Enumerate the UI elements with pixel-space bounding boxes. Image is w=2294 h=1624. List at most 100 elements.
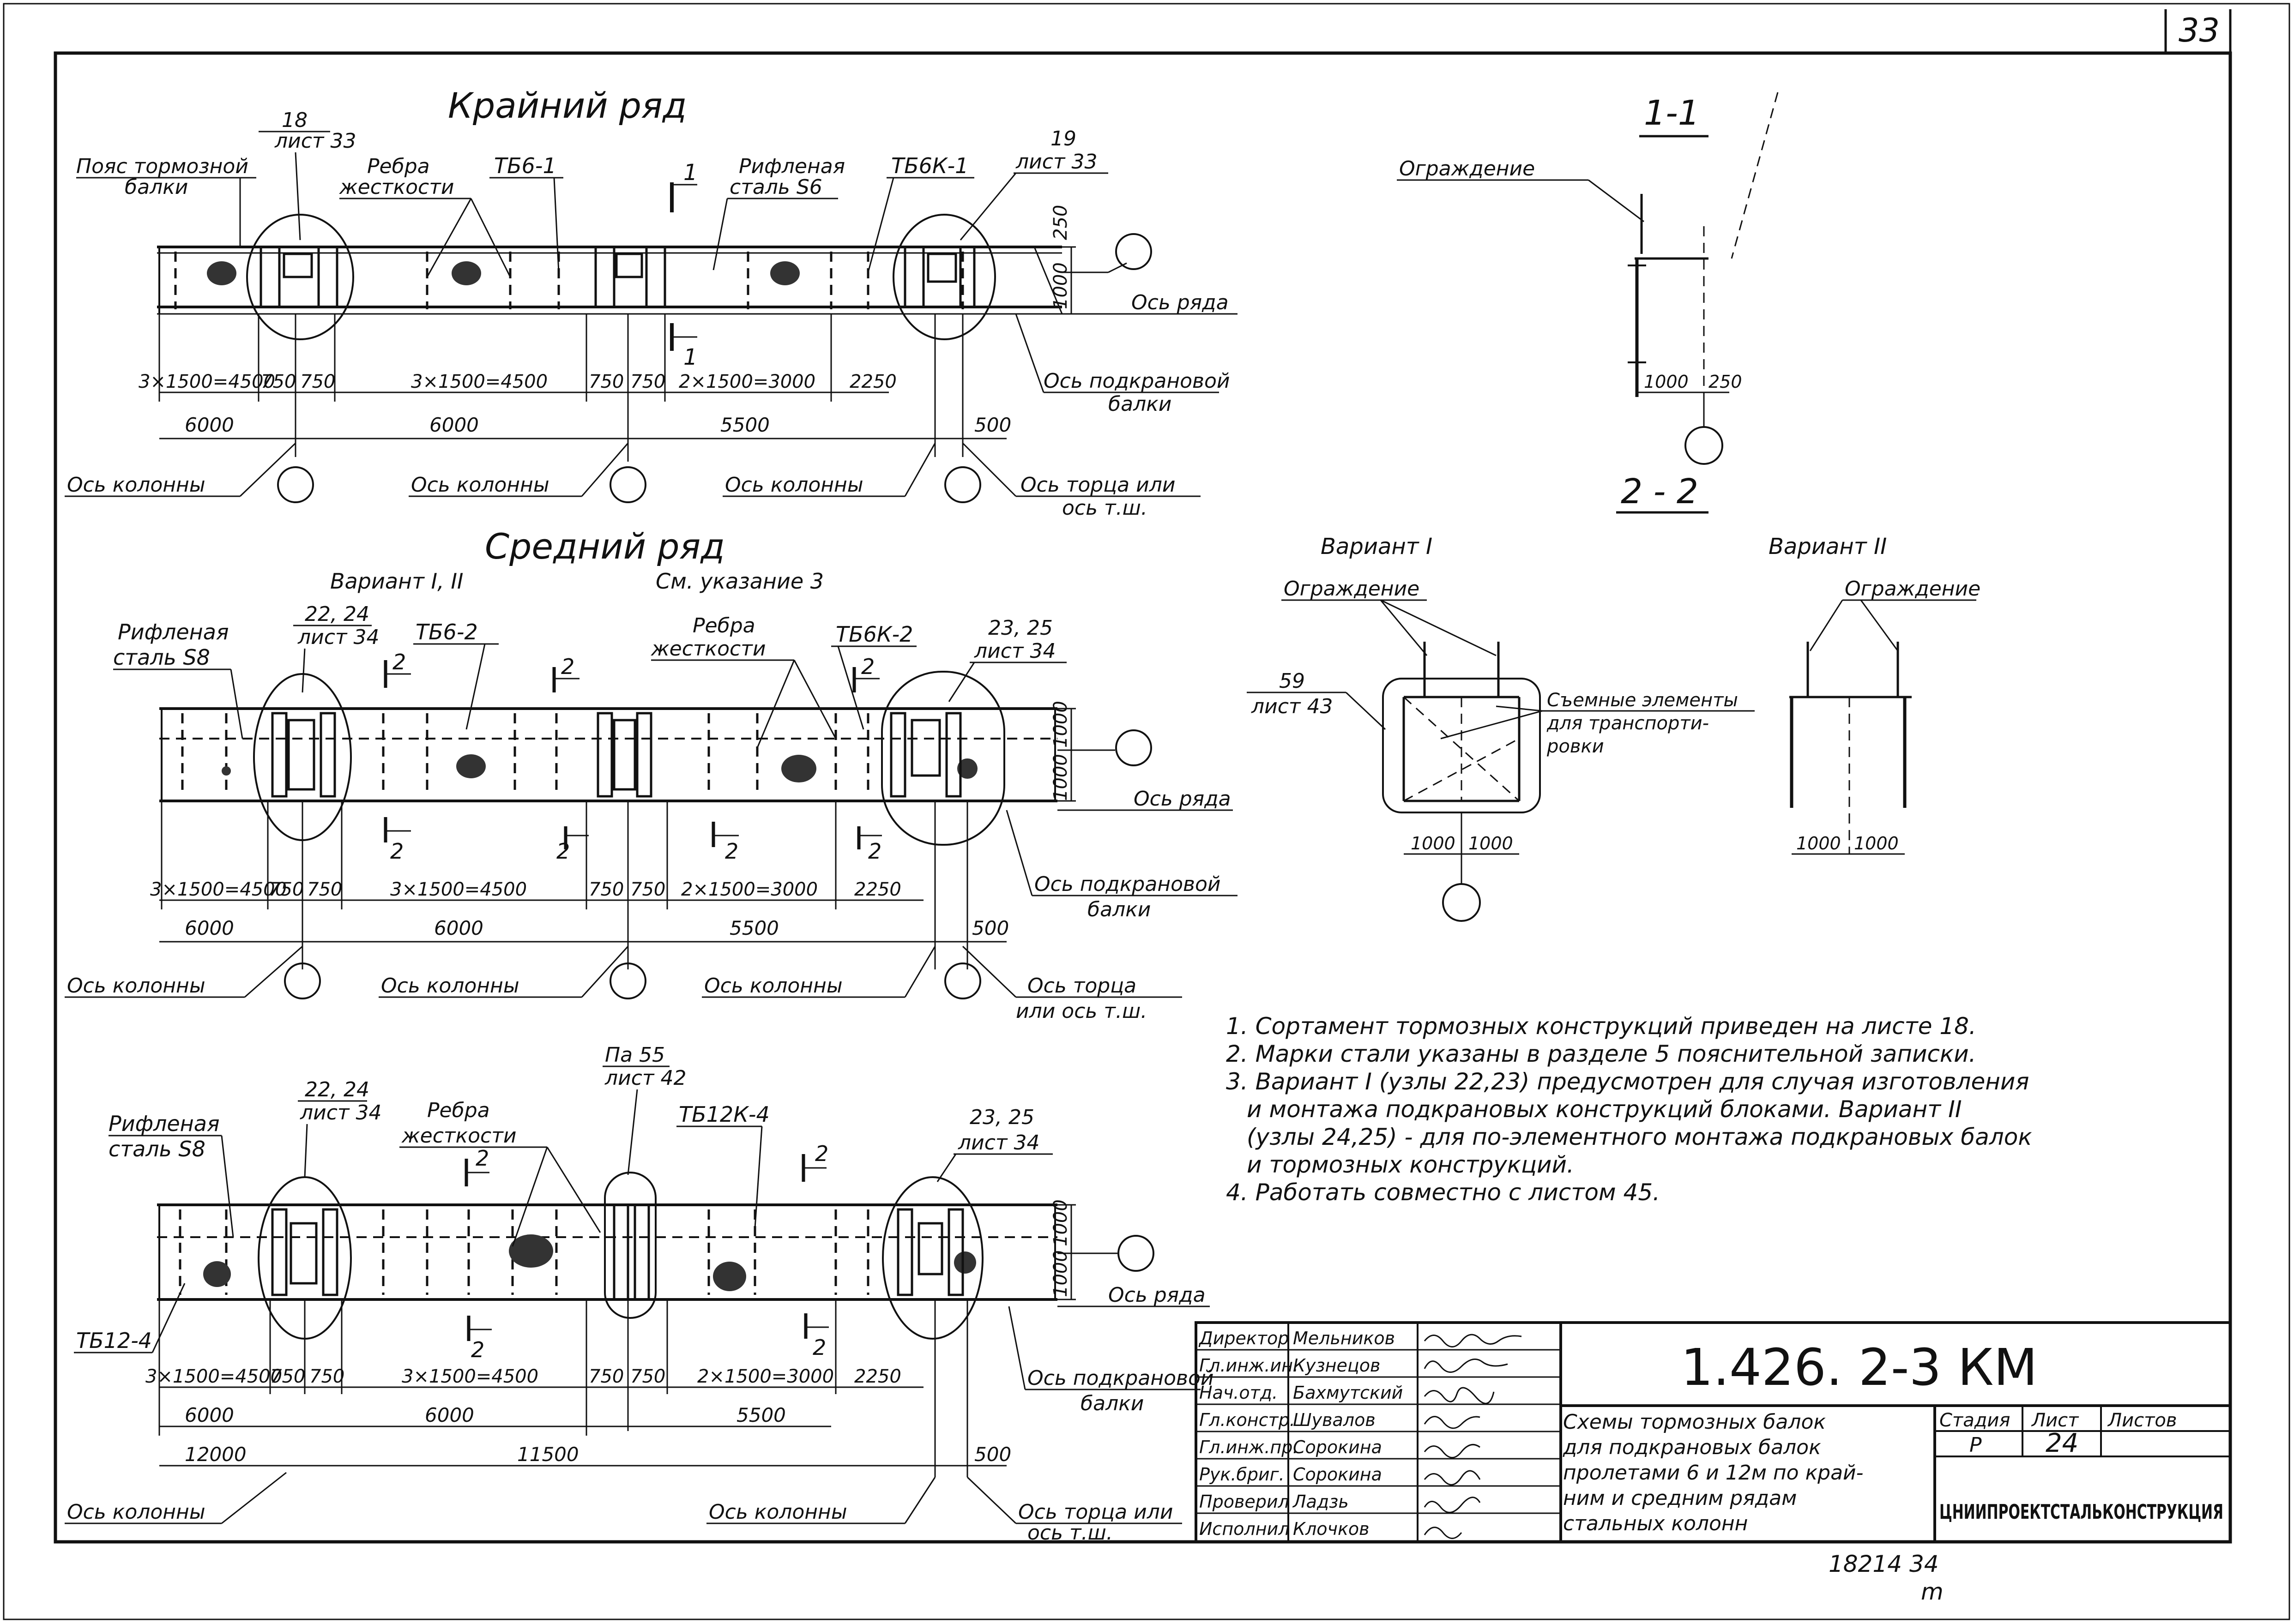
mid-dim-1: 3×1500=4500	[150, 879, 287, 900]
bot-dim-3: 750	[309, 1366, 344, 1387]
tb-stage: Р	[1969, 1433, 1982, 1457]
tb-role-3: Гл.констр.	[1199, 1410, 1295, 1430]
label-tormoz-2: балки	[125, 175, 188, 199]
note-1: 1. Сортамент тормозных конструкций приве…	[1226, 1013, 1976, 1040]
sec22-node59: 59	[1279, 669, 1305, 693]
tb-sheet-label: Лист	[2031, 1410, 2079, 1431]
bot-label-tb12-4: ТБ12-4	[76, 1328, 152, 1353]
mid-dim-2: 750	[269, 879, 304, 900]
mid-label-rebra: Ребра	[693, 614, 755, 638]
label-os-kolonny-2: Ось колонны	[411, 473, 549, 497]
label-node18-sheet: лист 33	[274, 129, 356, 153]
mid-dim-6000-a: 6000	[185, 917, 234, 939]
mid-label-os-torca: Ось торца	[1027, 974, 1136, 998]
tb-org: ЦНИИПРОЕКТСТАЛЬКОНСТРУКЦИЯ	[1939, 1500, 2223, 1524]
bot-label-node23: 23, 25	[970, 1106, 1034, 1129]
label-tb6-1: ТБ6-1	[494, 153, 556, 178]
tb-role-6: Проверил	[1199, 1492, 1289, 1512]
bot-label-pa55-sheet: лист 42	[604, 1066, 687, 1090]
bot-sec-mark-3: 2	[471, 1337, 484, 1362]
bot-sec-mark-1: 2	[476, 1146, 489, 1171]
sec22-v2-dim-1000-a: 1000	[1796, 833, 1841, 854]
tb-footer: 18214 34	[1829, 1551, 1939, 1577]
bot-dim-5500: 5500	[736, 1404, 786, 1426]
bot-label-rifl: Рифленая	[109, 1111, 220, 1136]
label-os-podkr-2: балки	[1108, 392, 1171, 416]
label-os-ryada: Ось ряда	[1131, 291, 1229, 314]
tb-desc-2: пролетами 6 и 12м по край-	[1563, 1461, 1864, 1485]
note-2: 2. Марки стали указаны в разделе 5 поясн…	[1226, 1041, 1976, 1067]
mid-label-node22-sheet: лист 34	[297, 626, 380, 649]
tb-role-1: Гл.инж.ин.	[1199, 1355, 1298, 1376]
sec22-removable-3: ровки	[1546, 736, 1604, 757]
tb-sheets-label: Листов	[2107, 1410, 2177, 1431]
mid-dim-5500: 5500	[730, 917, 779, 939]
mid-sec-mark-2: 2	[561, 654, 574, 679]
dim-3: 750	[300, 371, 335, 392]
label-os-kolonny-3: Ось колонны	[725, 473, 863, 497]
tb-name-2: Бахмутский	[1293, 1383, 1403, 1403]
sec22-variant-1: Вариант I	[1321, 534, 1432, 559]
tb-name-3: Шувалов	[1293, 1410, 1376, 1430]
tb-desc-1: для подкрановых балок	[1563, 1436, 1821, 1459]
tb-stage-label: Стадия	[1939, 1410, 2010, 1431]
mid-label-node22: 22, 24	[305, 602, 369, 626]
bot-dim-1000-a: 1000	[1050, 1199, 1071, 1246]
mid-label-rifl: Рифленая	[118, 620, 229, 644]
label-os-kolonny-1: Ось колонны	[67, 473, 205, 497]
label-os-torca-2: ось т.ш.	[1062, 496, 1147, 520]
bot-dim-6000-a: 6000	[185, 1404, 234, 1426]
dim-500: 500	[974, 414, 1011, 436]
bot-dim-1000-b: 1000	[1050, 1250, 1071, 1297]
mid-label-node23: 23, 25	[988, 616, 1053, 640]
tb-footer2: m	[1921, 1578, 1944, 1605]
sec22-dim-1000-a: 1000	[1411, 833, 1455, 854]
label-rifl-2: сталь S6	[730, 175, 822, 199]
section-2-2-title: 2 - 2	[1621, 472, 1698, 511]
middle-row-title: Средний ряд	[485, 526, 725, 567]
mid-dim-1000-b: 1000	[1050, 754, 1071, 801]
bot-dim-1: 3×1500=4500	[145, 1366, 282, 1387]
sec22-ograzhdenie-1: Ограждение	[1284, 577, 1419, 601]
label-rifl: Рифленая	[739, 155, 845, 178]
tb-role-5: Рук.бриг.	[1199, 1464, 1285, 1485]
sec22-removable: Съемные элементы	[1547, 690, 1738, 711]
bot-label-os-podkr: Ось подкрановой	[1027, 1366, 1213, 1390]
dim-6: 750	[630, 371, 665, 392]
sec22-dim-1000-b: 1000	[1468, 833, 1513, 854]
corner-number: 33	[2179, 12, 2220, 49]
mid-label-rifl-2: сталь S8	[113, 645, 210, 670]
mid-label-os-kolonny-3: Ось колонны	[704, 974, 843, 998]
tb-name-6: Ладзь	[1292, 1492, 1349, 1512]
bot-dim-2: 750	[270, 1366, 305, 1387]
bot-dim-6: 750	[630, 1366, 665, 1387]
bot-label-node22: 22, 24	[305, 1078, 369, 1101]
bot-label-os-podkr-2: балки	[1081, 1392, 1144, 1415]
dim-1: 3×1500=4500	[139, 371, 275, 392]
bot-label-os-kolonny-1: Ось колонны	[67, 1500, 205, 1524]
mid-label-os-kolonny-2: Ось колонны	[381, 974, 519, 998]
mid-dim-8: 2250	[854, 879, 901, 900]
notes: 1. Сортамент тормозных конструкций приве…	[1226, 1013, 2032, 1206]
note-4: 4. Работать совместно с листом 45.	[1226, 1179, 1660, 1206]
middle-row-variant: Вариант I, II	[330, 569, 463, 594]
mid-label-rebra-2: жесткости	[651, 637, 766, 661]
bot-label-node22-sheet: лист 34	[300, 1101, 382, 1125]
tb-role-0: Директор	[1198, 1328, 1289, 1348]
mid-sec-mark-7: 2	[868, 839, 881, 864]
sec11-dim-1000: 1000	[1644, 372, 1689, 392]
tb-name-4: Сорокина	[1293, 1437, 1382, 1457]
dim-5: 750	[589, 371, 624, 392]
bot-label-rebra: Ребра	[427, 1099, 490, 1122]
mid-label-os-torca-2: или ось т.ш.	[1016, 999, 1147, 1023]
sec22-removable-2: для транспорти-	[1546, 713, 1709, 734]
sec11-dim-250: 250	[1708, 372, 1742, 392]
label-node19-sheet: лист 33	[1015, 150, 1098, 174]
mid-sec-mark-6: 2	[725, 839, 738, 864]
middle-row: Средний ряд Вариант I, II См. указание 3…	[65, 526, 1238, 1023]
outer-row-title: Крайний ряд	[448, 85, 687, 126]
label-os-podkr: Ось подкрановой	[1044, 369, 1230, 393]
tb-sheet: 24	[2046, 1428, 2078, 1458]
tb-desc-3: ним и средним рядам	[1563, 1486, 1797, 1510]
